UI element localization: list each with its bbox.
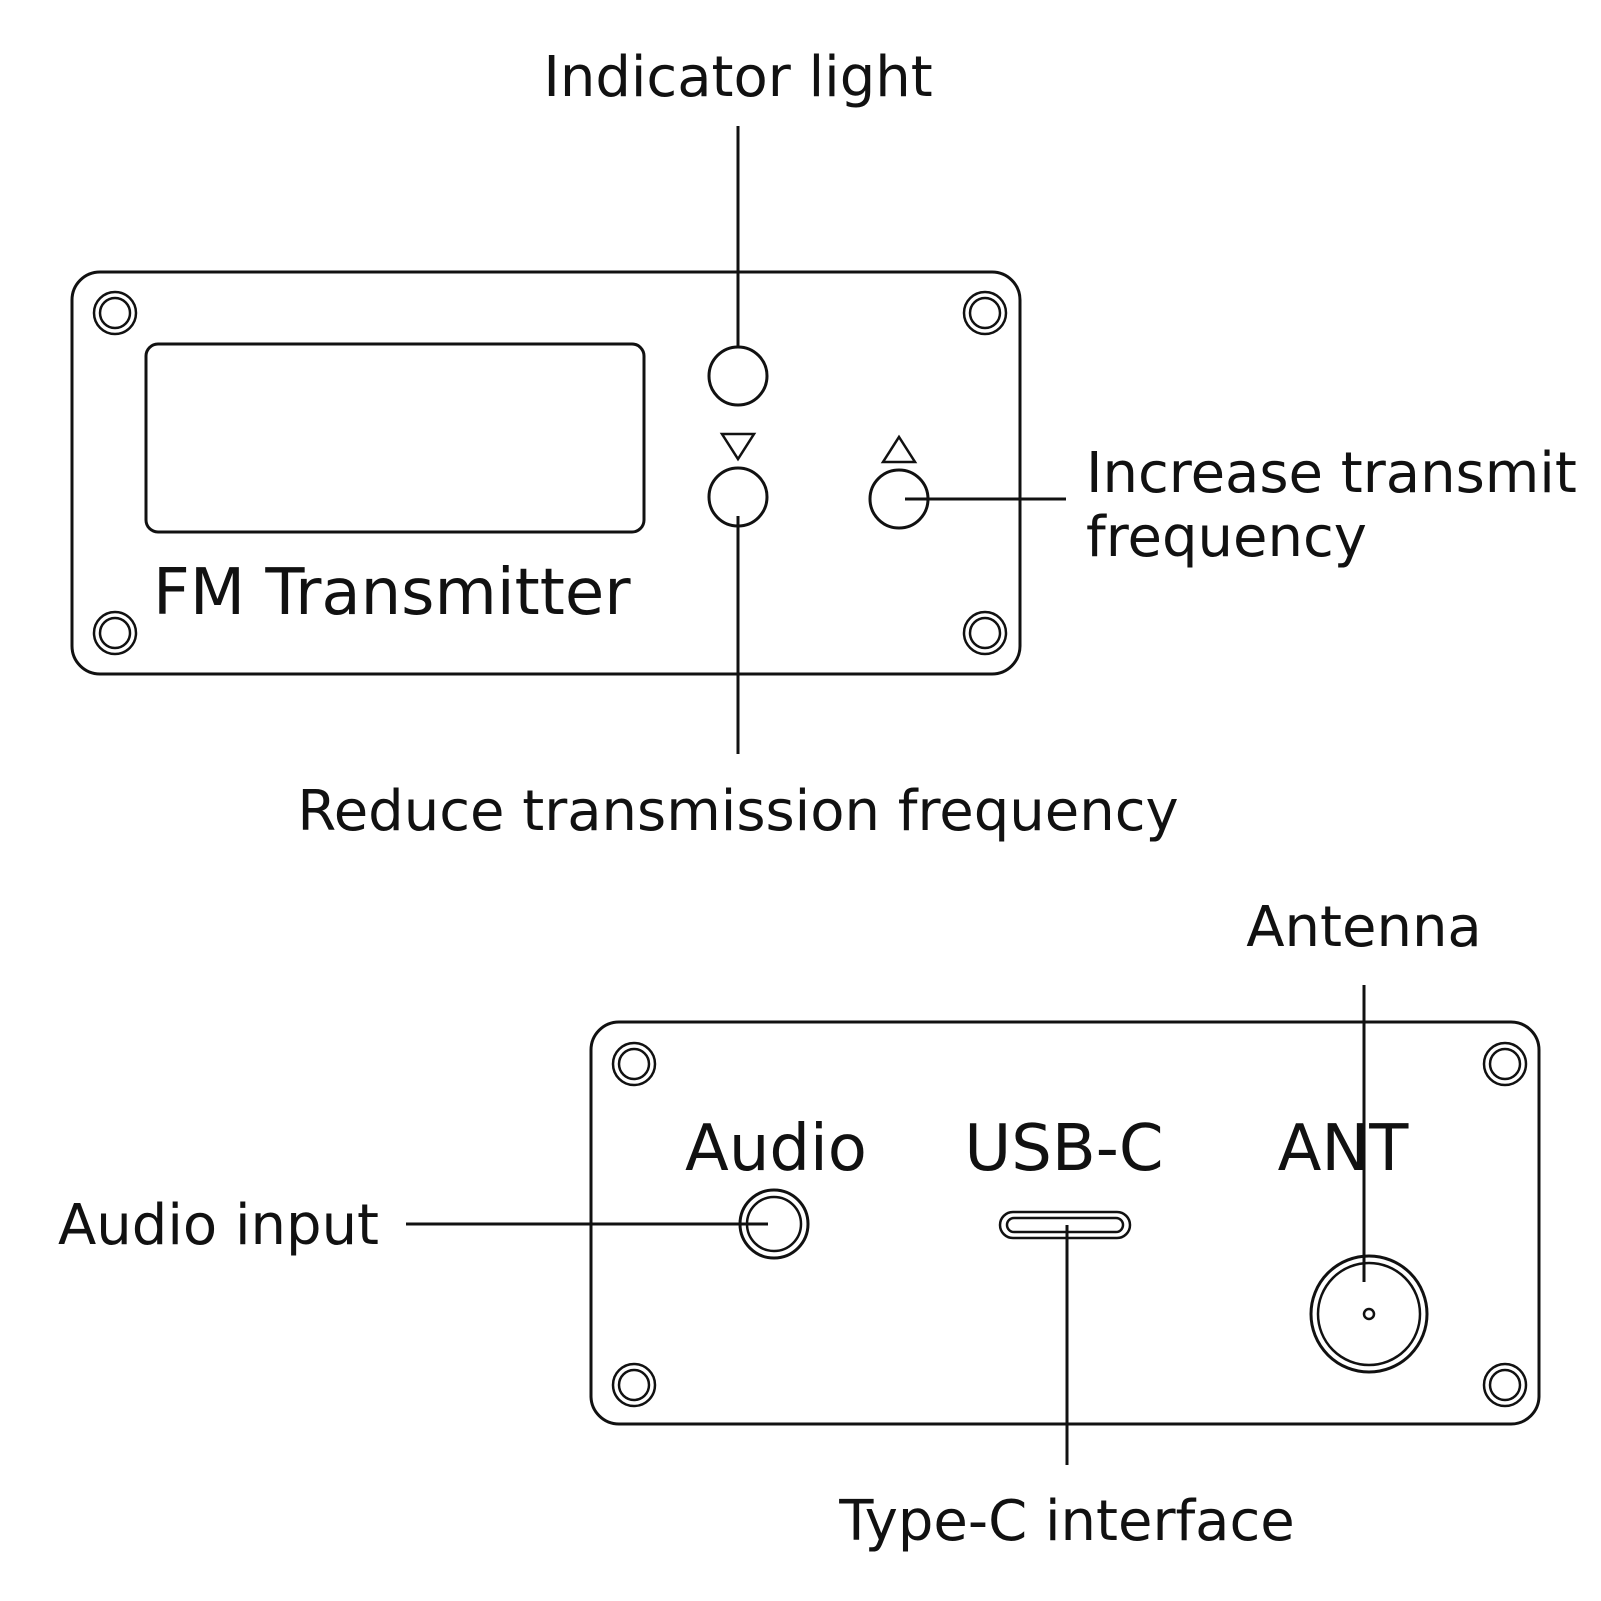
front-screw-bottom-right	[962, 610, 1008, 656]
increase-label-line2: frequency	[1086, 505, 1367, 570]
usb-c-port[interactable]	[998, 1210, 1132, 1240]
type-c-label: Type-C interface	[838, 1489, 1295, 1554]
audio-port-label: Audio	[685, 1112, 867, 1186]
antenna-label: Antenna	[1246, 895, 1482, 960]
back-screw-bottom-left	[611, 1362, 657, 1408]
device-label: FM Transmitter	[153, 556, 631, 630]
up-triangle-icon	[880, 434, 918, 464]
display-window	[144, 342, 646, 534]
front-panel: FM Transmitter	[70, 270, 1022, 676]
reduce-label: Reduce transmission frequency	[297, 779, 1178, 844]
front-screw-bottom-left	[92, 610, 138, 656]
front-panel-outline	[70, 270, 1022, 676]
increase-label-line1: Increase transmit	[1086, 441, 1577, 506]
down-triangle-icon	[719, 432, 757, 462]
ant-port-label: ANT	[1278, 1112, 1410, 1186]
indicator-light	[707, 345, 769, 407]
indicator-light-label: Indicator light	[543, 45, 932, 110]
antenna-connector[interactable]	[1309, 1254, 1429, 1374]
back-screw-bottom-right	[1482, 1362, 1528, 1408]
front-screw-top-left	[92, 290, 138, 336]
usb-port-label: USB-C	[964, 1112, 1163, 1186]
back-screw-top-right	[1482, 1041, 1528, 1087]
back-screw-top-left	[611, 1041, 657, 1087]
audio-input-label: Audio input	[58, 1193, 379, 1258]
front-screw-top-right	[962, 290, 1008, 336]
